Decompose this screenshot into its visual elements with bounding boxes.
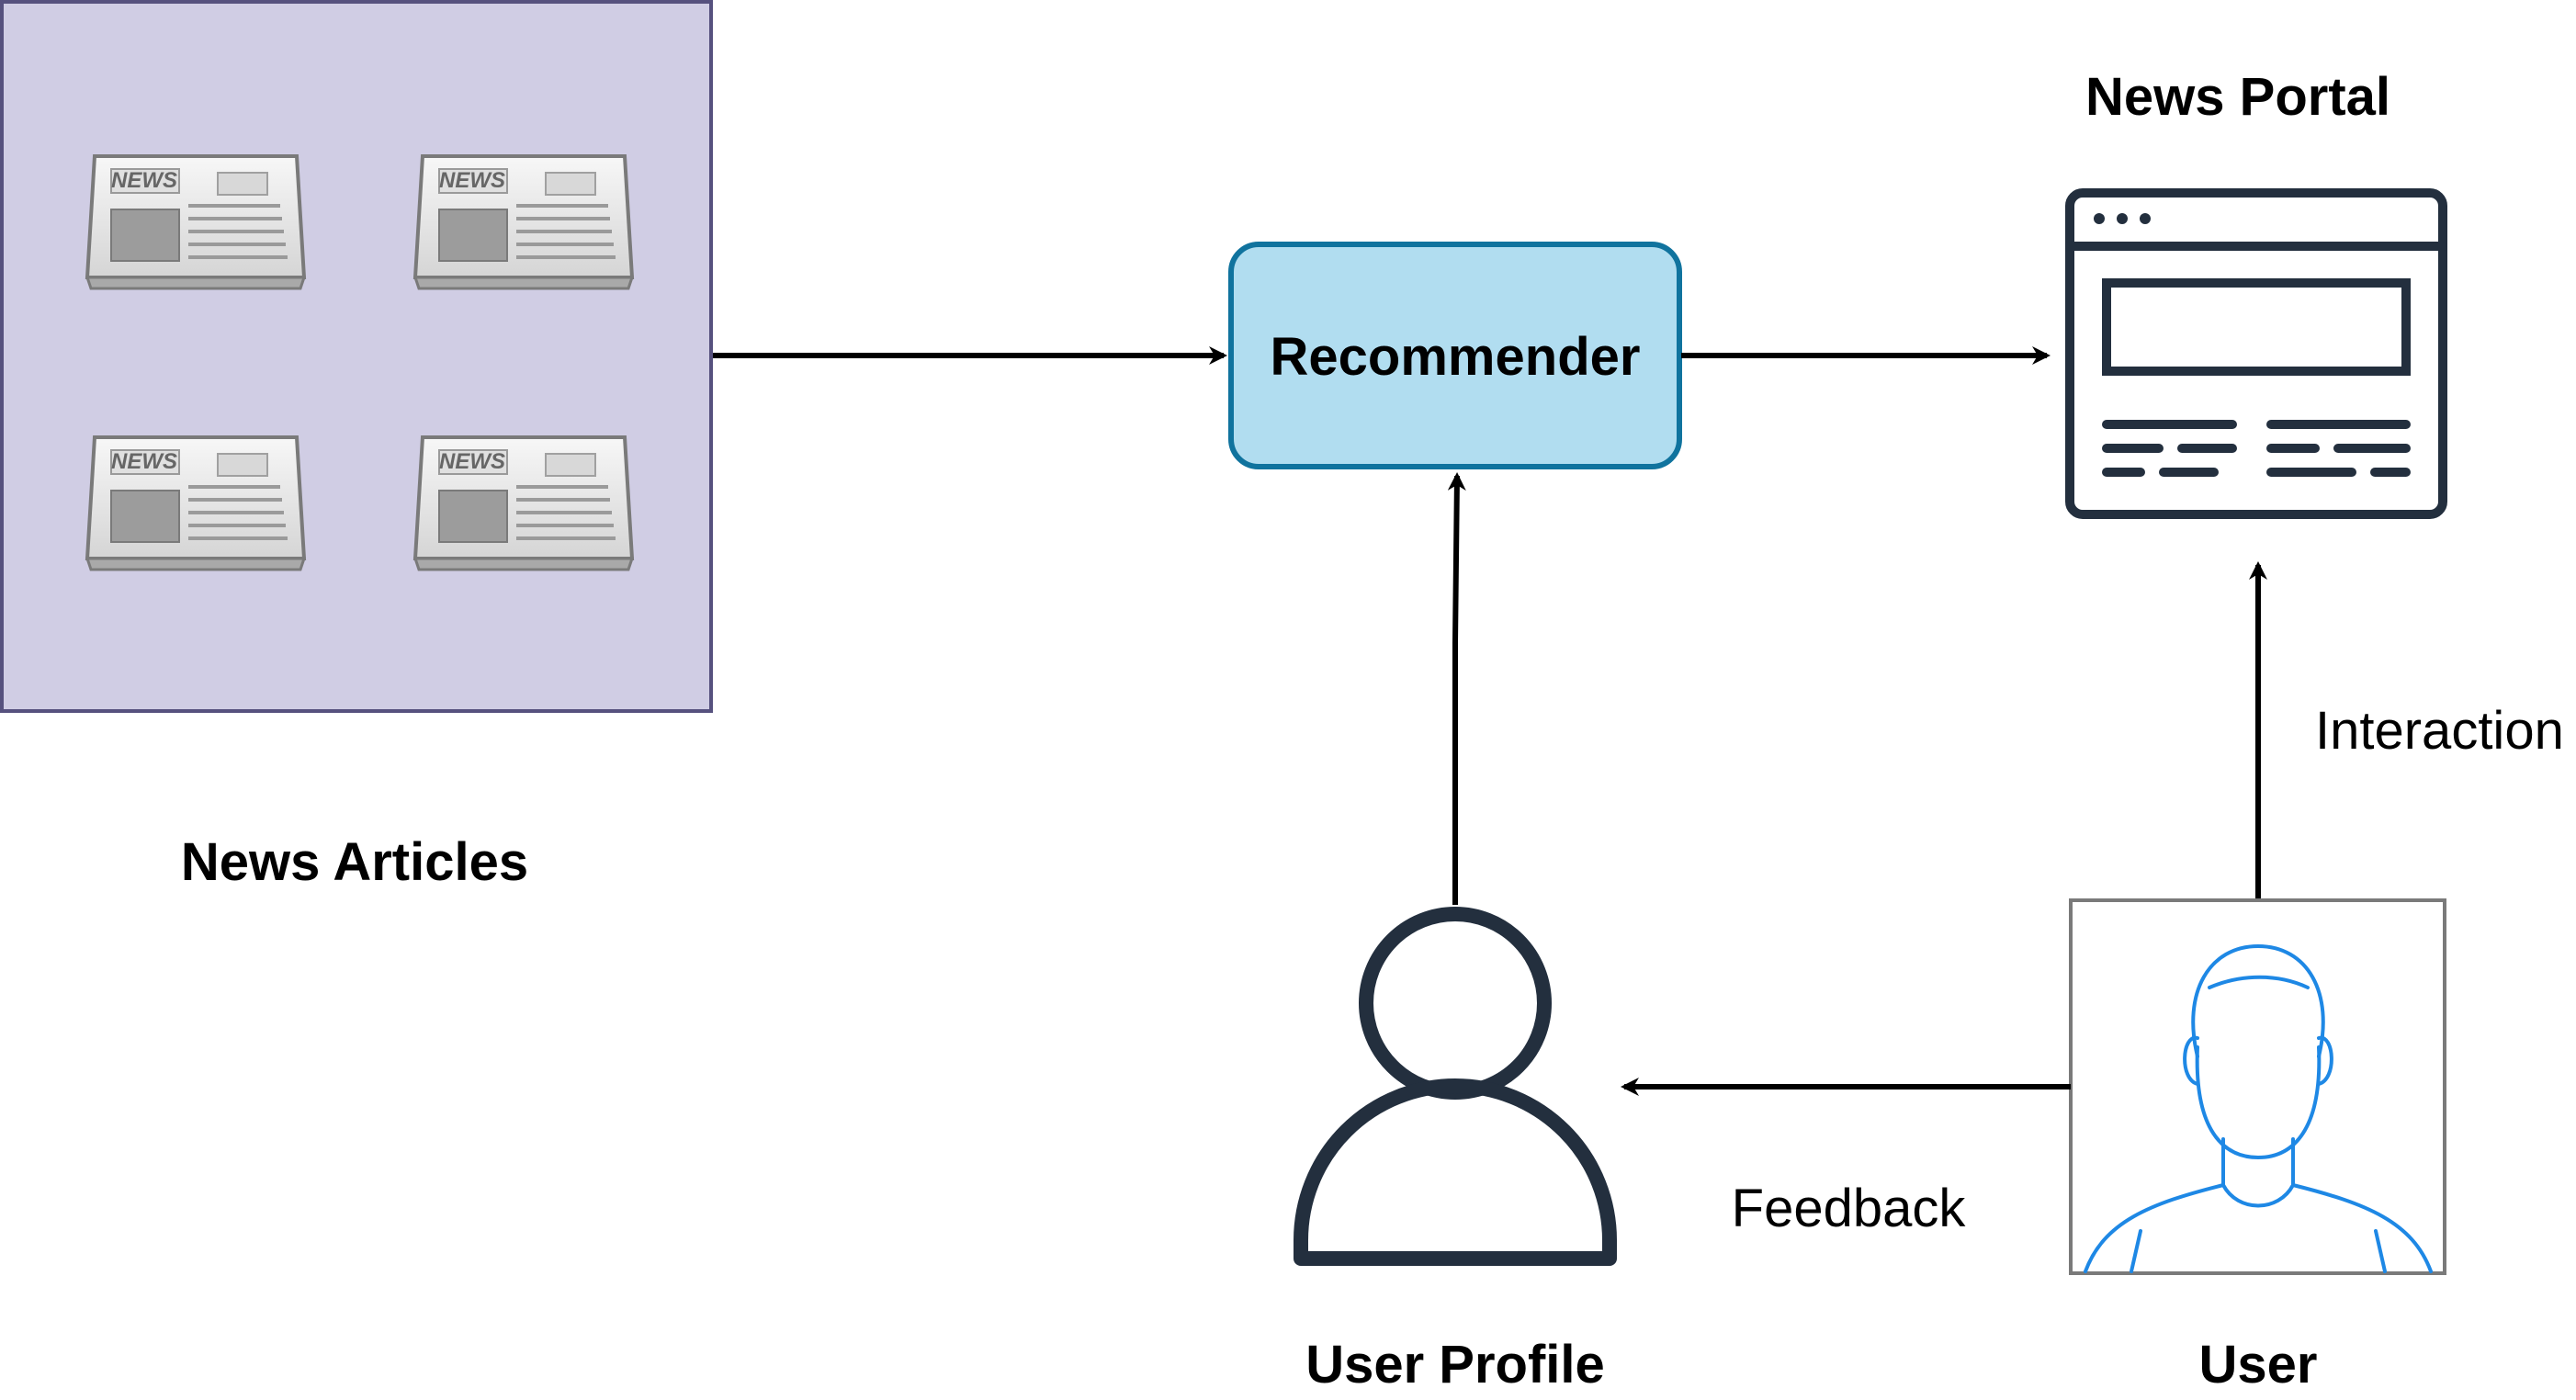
user-node[interactable]	[2069, 898, 2446, 1275]
recommender-box	[1228, 242, 1682, 469]
newspaper-icon: NEWS	[413, 435, 634, 571]
newspaper-icon: NEWS	[85, 435, 306, 571]
svg-text:NEWS: NEWS	[111, 449, 177, 474]
user-face-icon	[2084, 944, 2433, 1273]
svg-text:NEWS: NEWS	[439, 168, 505, 193]
news-articles-label: News Articles	[181, 832, 528, 892]
svg-text:NEWS: NEWS	[111, 168, 177, 193]
news-articles-node[interactable]: NEWS NEWS NEWS NEWS	[0, 0, 713, 713]
newspaper-icon: NEWS	[85, 154, 306, 290]
recommender-label: Recommender	[1271, 327, 1641, 387]
newspaper-icon: NEWS	[413, 154, 634, 290]
svg-text:NEWS: NEWS	[439, 449, 505, 474]
person-outline-icon[interactable]	[1294, 907, 1617, 1266]
feedback-edge-label: Feedback	[1732, 1179, 1967, 1238]
user-profile-label: User Profile	[1305, 1335, 1605, 1394]
user-box	[2069, 898, 2446, 1275]
edge-user-to-profile: Feedback	[1621, 1078, 2071, 1238]
recommender-node[interactable]: Recommender	[1228, 242, 1682, 469]
news-articles-box	[0, 0, 713, 713]
interaction-edge-label: Interaction	[2315, 701, 2564, 761]
user-label: User	[2199, 1335, 2318, 1394]
browser-window-icon[interactable]	[2065, 188, 2447, 519]
edge-user-to-portal: Interaction	[2249, 561, 2564, 898]
edge-profile-to-recommender	[1447, 472, 1466, 905]
news-portal-label: News Portal	[2085, 67, 2390, 127]
